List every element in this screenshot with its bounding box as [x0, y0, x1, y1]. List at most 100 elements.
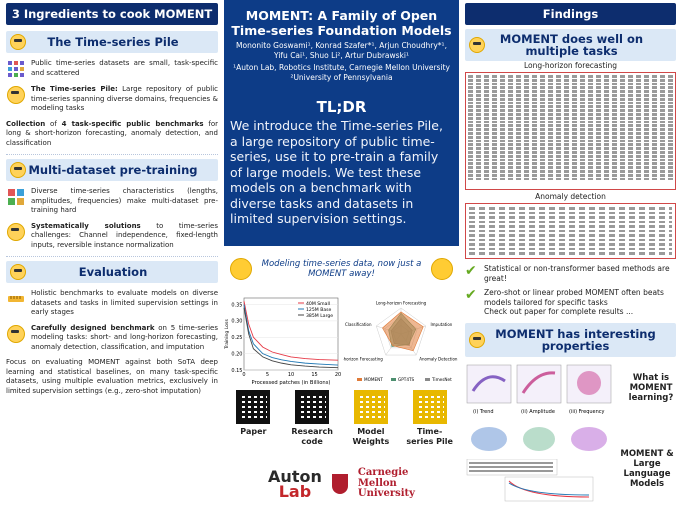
- fig-caption-trend: (i) Trend: [473, 409, 494, 415]
- series-line: [243, 307, 339, 369]
- y-tick-label: 0.30: [231, 319, 242, 325]
- findings-header: Findings: [465, 3, 676, 25]
- eval-point-1: Holistic benchmarks to evaluate models o…: [6, 289, 218, 318]
- left-header: 3 Ingredients to cook MOMENT: [6, 3, 218, 25]
- legend-swatch: [425, 378, 430, 381]
- right-column: Findings MOMENT does well on multiple ta…: [461, 0, 680, 508]
- long-horizon-table: [465, 72, 676, 190]
- qr-code-icon: [353, 390, 388, 424]
- long-horizon-caption: Long-horizon forecasting: [524, 61, 617, 70]
- divider: [6, 256, 218, 257]
- question-learning: What is MOMENT learning?: [628, 372, 674, 403]
- question-llm: MOMENT & Large Language Models: [620, 448, 674, 489]
- legend-swatch: [357, 378, 362, 381]
- pile-heading: The Time-series Pile: [6, 31, 218, 53]
- radar-axis-label: Anomaly Detection: [419, 357, 458, 362]
- pile-point-2: The Time-series Pile: Large repository o…: [6, 85, 218, 114]
- divider: [6, 154, 218, 155]
- multi-point-1: Diverse time-series characteristics (len…: [6, 187, 218, 216]
- ruler-icon: [6, 289, 26, 309]
- middle-column: MOMENT: A Family of Open Time-series Fou…: [224, 0, 459, 508]
- qr-time-series-pile[interactable]: Time-series Pile: [404, 390, 456, 456]
- anomaly-caption: Anomaly detection: [535, 192, 606, 201]
- qr-codes: Paper Research code Model Weights Time-s…: [224, 390, 459, 456]
- star-eyes-face-icon: [230, 258, 252, 280]
- cool-face-icon: [6, 222, 26, 242]
- legend-swatch: [391, 378, 396, 381]
- tldr-label: TL;DR: [316, 98, 367, 116]
- x-tick-label: 5: [266, 372, 269, 378]
- radar-series: [382, 311, 424, 352]
- legend-label: MOMENT: [364, 377, 383, 382]
- training-loss-chart: 0.35 0.30 0.25 0.20 0.150 5 10 15 20 40M Small125…: [224, 297, 341, 386]
- checkmark-icon: ✔: [465, 263, 477, 279]
- dataset-grid-icon: [6, 59, 26, 79]
- thinking-face-icon: [431, 258, 453, 280]
- checkmark-icon: ✔: [465, 287, 477, 303]
- finding-check-2: ✔Zero-shot or linear probed MOMENT often…: [465, 287, 664, 316]
- qr-code-icon: [236, 390, 271, 424]
- y-tick-label: 0.20: [231, 351, 242, 357]
- qr-code-icon: [295, 390, 330, 424]
- eval-point-3: Focus on evaluating MOMENT against both …: [6, 358, 218, 395]
- fig-caption-amplitude: (ii) Amplitude: [521, 409, 555, 415]
- radar-axis-label: Imputation: [430, 322, 452, 327]
- left-column: 3 Ingredients to cook MOMENT The Time-se…: [0, 0, 222, 508]
- affiliations: ¹Auton Lab, Robotics Institute, Carnegie…: [233, 63, 450, 82]
- pile-point-3: Collection of 4 task-specific public ben…: [6, 119, 218, 147]
- poster-title: MOMENT: A Family of Open Time-series Fou…: [231, 8, 452, 38]
- avatar-icon: [10, 34, 26, 50]
- legend-label: TimesNet: [431, 377, 452, 382]
- finding-1-heading: MOMENT does well on multiple tasks: [465, 29, 676, 61]
- legend-label: 385M Large: [306, 313, 333, 319]
- y-axis-label: Training Loss: [224, 319, 230, 350]
- title-block: MOMENT: A Family of Open Time-series Fou…: [224, 0, 459, 246]
- y-tick-label: 0.25: [231, 335, 242, 341]
- legend-label: 125M Base: [306, 307, 332, 313]
- class-embedding-plots: [471, 426, 607, 451]
- series-line: [243, 301, 339, 361]
- radar-grid: [375, 307, 427, 356]
- properties-figures: (i) Trend (ii) Amplitude (iii) Frequency…: [465, 361, 676, 501]
- eval-point-2: Carefully designed benchmark on 5 time-s…: [6, 324, 218, 353]
- qr-model-weights[interactable]: Model Weights: [345, 390, 397, 456]
- avatar-icon: [469, 331, 485, 348]
- eval-heading: Evaluation: [6, 261, 218, 283]
- finding-check-1: ✔Statistical or non-transformer based me…: [465, 263, 670, 283]
- series-line: [243, 304, 339, 366]
- qr-paper[interactable]: Paper: [227, 390, 279, 456]
- tldr-body: We introduce the Time-series Pile, a lar…: [230, 118, 443, 226]
- y-tick-label: 0.35: [231, 302, 242, 308]
- x-tick-label: 15: [311, 372, 317, 378]
- cool-face-icon: [6, 324, 26, 344]
- avatar-icon: [10, 264, 26, 280]
- finding-2-heading: MOMENT has interesting properties: [465, 322, 676, 357]
- puzzle-icon: [6, 187, 26, 207]
- radar-chart: Long-horizon ForecastingImputationAnomal…: [343, 301, 458, 383]
- anomaly-table: [465, 203, 676, 259]
- avatar-icon: [469, 37, 485, 53]
- qr-research-code[interactable]: Research code: [286, 390, 338, 456]
- legend-label: 40M Small: [306, 301, 330, 307]
- pile-point-1: Public time-series datasets are small, t…: [6, 59, 218, 79]
- y-tick-label: 0.15: [231, 368, 242, 374]
- plot-frame: [243, 297, 339, 371]
- qr-code-icon: [412, 390, 447, 424]
- tagline: Modeling time-series data, now just a MO…: [224, 252, 459, 286]
- radar-axis-label: Classification: [345, 322, 372, 327]
- authors: Mononito Goswami¹, Konrad Szafer*¹, Arju…: [236, 41, 447, 60]
- multi-heading: Multi-dataset pre-training: [6, 159, 218, 181]
- x-tick-label: 20: [335, 372, 341, 378]
- legend-label: GPT4TS: [398, 377, 415, 382]
- x-tick-label: 10: [288, 372, 294, 378]
- radar-axis-label: Short-horizon Forecasting: [343, 357, 383, 362]
- fig-caption-frequency: (iii) Frequency: [569, 409, 605, 415]
- x-tick-label: 0: [242, 372, 245, 378]
- x-axis-label: Processed patches (in Billions): [252, 380, 331, 386]
- embedding-plots: (i) Trend (ii) Amplitude (iii) Frequency: [466, 364, 612, 415]
- avatar-icon: [10, 162, 26, 178]
